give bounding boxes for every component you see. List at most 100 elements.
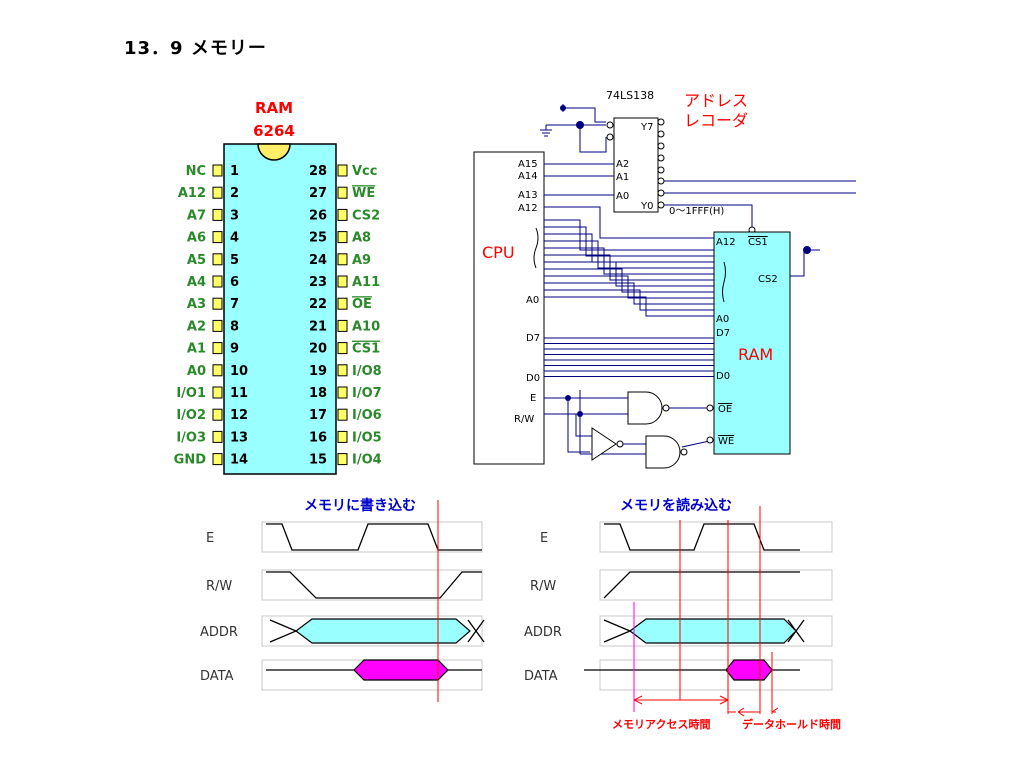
pin-label: A9 bbox=[352, 253, 371, 268]
pin-label: A12 bbox=[178, 186, 206, 201]
range-label: 0～1FFF(H) bbox=[669, 206, 724, 217]
ram-pin-we: WE bbox=[718, 436, 734, 447]
pin-number: 9 bbox=[230, 342, 239, 357]
pin-number: 15 bbox=[309, 453, 327, 468]
chip-pin-right: 22 OE bbox=[309, 297, 372, 312]
ram-pin-a12: A12 bbox=[716, 237, 736, 248]
pin-number: 28 bbox=[309, 164, 327, 179]
pin-label: A4 bbox=[187, 275, 206, 290]
pin-number: 5 bbox=[230, 253, 239, 268]
cpu-pin-a14: A14 bbox=[518, 171, 538, 182]
chip-pin-right: 24 A9 bbox=[309, 253, 371, 268]
ram-pin-cs2: CS2 bbox=[758, 274, 778, 285]
chip-pin-left: 2 A12 bbox=[178, 186, 239, 201]
chip-pin-right: 27 WE bbox=[309, 186, 375, 201]
read-label-addr: ADDR bbox=[524, 625, 562, 640]
cpu-pin-a0: A0 bbox=[526, 295, 539, 306]
pin-label: I/O2 bbox=[176, 408, 206, 423]
pin-number: 2 bbox=[230, 186, 239, 201]
pin-number: 14 bbox=[230, 453, 248, 468]
pin-label: A11 bbox=[352, 275, 380, 290]
address-data-bus bbox=[544, 219, 714, 377]
pin-label: GND bbox=[174, 453, 207, 468]
ram-pin-oe: OE bbox=[718, 404, 732, 415]
pin-number: 4 bbox=[230, 231, 239, 246]
pin-label: A0 bbox=[187, 364, 206, 379]
pin-label: CS1 bbox=[352, 342, 380, 357]
cpu-pin-rw: R/W bbox=[514, 414, 534, 425]
pin-number: 19 bbox=[309, 364, 327, 379]
chip-pin-left: 8A2 bbox=[187, 319, 239, 334]
circuit: CPU A15 A14 A13 A12 A0 D7 D0 E R/W 74LS1… bbox=[473, 89, 856, 469]
write-wave-data bbox=[353, 659, 449, 681]
ram-pin-d7: D7 bbox=[716, 328, 730, 339]
read-label-e: E bbox=[540, 531, 548, 546]
pin-number: 13 bbox=[230, 430, 248, 445]
page-title: 13．9 メモリー bbox=[124, 38, 267, 59]
pin-label: A3 bbox=[187, 297, 206, 312]
pin-label: I/O4 bbox=[352, 453, 382, 468]
decoder-out-y7: Y7 bbox=[640, 122, 653, 133]
cpu-label: CPU bbox=[482, 243, 515, 262]
pin-number: 7 bbox=[230, 297, 239, 312]
pin-number: 26 bbox=[309, 208, 327, 223]
chip-pin-left: 3A7 bbox=[187, 208, 239, 223]
access-time-label: メモリアクセス時間 bbox=[612, 717, 710, 731]
decoder-part: 74LS138 bbox=[606, 89, 654, 102]
write-label-addr: ADDR bbox=[200, 625, 238, 640]
chip-pin-left: 11I/O1 bbox=[176, 386, 248, 401]
read-wave-e bbox=[604, 523, 800, 551]
read-wave-rw bbox=[603, 571, 800, 599]
ram-box bbox=[713, 231, 791, 455]
chip-notch bbox=[257, 143, 291, 161]
nand-gate-oe bbox=[627, 391, 663, 425]
pin-label: A10 bbox=[352, 319, 380, 334]
left-pins: 1NC2A123A74A65A56A47A38A29A110A011I/O112… bbox=[174, 164, 248, 468]
cpu-pin-a12: A12 bbox=[518, 203, 538, 214]
pin-label: A7 bbox=[187, 208, 206, 223]
pin-number: 18 bbox=[309, 386, 327, 401]
chip-pin-left: 13I/O3 bbox=[176, 430, 248, 445]
read-wave-data bbox=[725, 659, 773, 681]
pin-number: 24 bbox=[309, 253, 327, 268]
chip-body bbox=[223, 143, 337, 475]
chip-pin-left: 7 A3 bbox=[187, 297, 239, 312]
chip-pin-right: 21 A10 bbox=[309, 319, 380, 334]
cpu-pin-a15: A15 bbox=[518, 159, 538, 170]
chip-pinout: RAM 6264 1NC2A123A74A65A56A47A38A29A110A… bbox=[174, 99, 382, 475]
read-label-rw: R/W bbox=[530, 579, 556, 594]
pin-number: 27 bbox=[309, 186, 327, 201]
chip-pin-left: 5 A5 bbox=[187, 253, 239, 268]
ram-label: RAM bbox=[738, 345, 773, 364]
pin-label: I/O1 bbox=[176, 386, 206, 401]
cpu-pin-a13: A13 bbox=[518, 190, 538, 201]
pin-label: Vcc bbox=[352, 164, 377, 179]
write-label-rw: R/W bbox=[206, 579, 232, 594]
chip-pin-left: 12I/O2 bbox=[176, 408, 248, 423]
pin-label: A5 bbox=[187, 253, 206, 268]
chip-pin-right: 26 CS2 bbox=[309, 208, 380, 223]
pin-number: 22 bbox=[309, 297, 327, 312]
cpu-box bbox=[473, 151, 545, 465]
decoder-in-a0: A0 bbox=[616, 191, 629, 202]
write-label-e: E bbox=[206, 531, 214, 546]
pin-label: OE bbox=[352, 297, 372, 312]
read-label-data: DATA bbox=[524, 669, 558, 684]
pin-label: WE bbox=[352, 186, 375, 201]
pin-label: CS2 bbox=[352, 208, 380, 223]
chip-pin-right: 15 I/O4 bbox=[309, 453, 382, 468]
nand-gate-we bbox=[645, 435, 681, 469]
pin-label: A6 bbox=[187, 231, 206, 246]
pin-label: NC bbox=[186, 164, 206, 179]
pin-number: 21 bbox=[309, 319, 327, 334]
ram-pin-cs1: CS1 bbox=[748, 237, 768, 248]
